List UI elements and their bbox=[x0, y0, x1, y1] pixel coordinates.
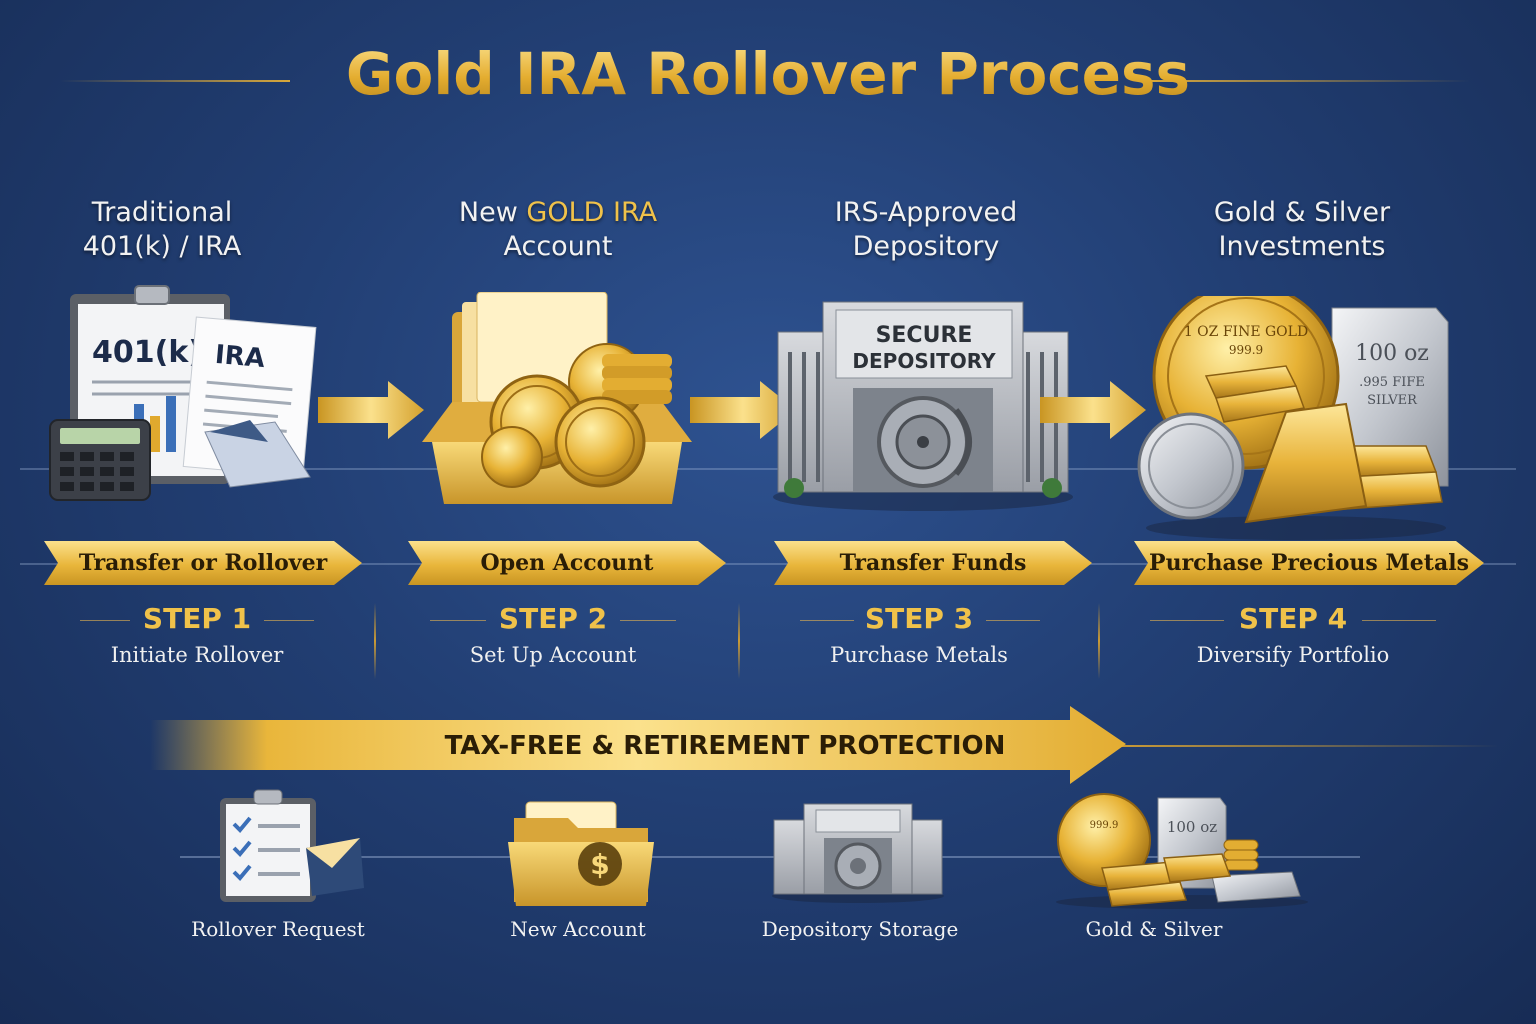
small-silver-bar-text: 100 oz bbox=[1167, 818, 1217, 836]
flow-arrow-2 bbox=[690, 381, 796, 439]
step-separator-1 bbox=[374, 603, 376, 679]
gold-folder-illustration bbox=[422, 292, 692, 504]
banner-line bbox=[1120, 745, 1500, 747]
step-4: STEP 4 Diversify Portfolio bbox=[1128, 602, 1458, 667]
step-4-dash-left bbox=[1150, 620, 1224, 621]
gold-silver-small-icon: 100 oz 999.9 bbox=[1056, 793, 1308, 909]
bottom-label-gold-and-silver: Gold & Silver bbox=[1085, 917, 1223, 941]
title-line-right bbox=[1150, 80, 1470, 82]
step-2: STEP 2 Set Up Account bbox=[388, 602, 718, 667]
column-heading-2: New GOLD IRA Account bbox=[458, 197, 658, 262]
step-3-dash-left bbox=[800, 620, 854, 621]
step-1-dash-right bbox=[264, 620, 314, 621]
title-line-left bbox=[60, 80, 290, 82]
silver-bar-text-3: SILVER bbox=[1367, 393, 1418, 408]
doc-ira-label: IRA bbox=[214, 340, 266, 374]
depository-building-illustration: SECURE DEPOSITORY bbox=[773, 301, 1073, 511]
depository-sign-line2: DEPOSITORY bbox=[852, 349, 996, 373]
step-4-subtitle: Diversify Portfolio bbox=[1196, 643, 1390, 667]
step-3-dash-right bbox=[986, 620, 1040, 621]
depository-sign-line1: SECURE bbox=[876, 323, 973, 348]
step-separator-2 bbox=[738, 603, 740, 679]
bottom-label-depository-storage: Depository Storage bbox=[761, 917, 959, 941]
step-2-dash-right bbox=[620, 620, 676, 621]
tax-free-banner-text: TAX-FREE & RETIREMENT PROTECTION bbox=[444, 731, 1006, 761]
silver-bar-text-2: .995 FIFE bbox=[1359, 375, 1425, 390]
flow-arrow-3 bbox=[1040, 381, 1146, 439]
gold-silver-illustration: 100 oz .995 FIFE SILVER 1 OZ FINE GOLD 9… bbox=[1137, 296, 1449, 540]
step-2-dash-left bbox=[430, 620, 486, 621]
step-1-dash-left bbox=[80, 620, 130, 621]
tax-free-banner-arrow bbox=[150, 706, 1126, 784]
page-title: Gold IRA Rollover Process bbox=[0, 40, 1536, 108]
flow-divider-ribbons bbox=[20, 563, 1516, 565]
silver-bar-text-1: 100 oz bbox=[1355, 341, 1429, 366]
ribbon-open-account: Open Account bbox=[408, 541, 726, 585]
small-coin-text: 999.9 bbox=[1090, 820, 1119, 831]
bottom-label-rollover-request: Rollover Request bbox=[191, 917, 365, 941]
flow-arrow-1 bbox=[318, 381, 424, 439]
column-heading-1: Traditional 401(k) / IRA bbox=[82, 197, 242, 262]
ribbon-transfer-funds: Transfer Funds bbox=[774, 541, 1092, 585]
step-3-label: STEP 3 bbox=[864, 602, 974, 635]
step-4-dash-right bbox=[1362, 620, 1436, 621]
clipboard-checklist-icon bbox=[220, 789, 364, 902]
bottom-connector-line bbox=[180, 856, 1360, 858]
step-1-label: STEP 1 bbox=[142, 602, 252, 635]
step-4-label: STEP 4 bbox=[1238, 602, 1348, 635]
column-heading-3: IRS-Approved Depository bbox=[834, 197, 1018, 262]
step-1: STEP 1 Initiate Rollover bbox=[32, 602, 362, 667]
step-3: STEP 3 Purchase Metals bbox=[754, 602, 1084, 667]
step-3-subtitle: Purchase Metals bbox=[830, 643, 1008, 667]
step-1-subtitle: Initiate Rollover bbox=[110, 643, 284, 667]
ribbon-purchase-precious-metals: Purchase Precious Metals bbox=[1134, 541, 1484, 585]
step-2-label: STEP 2 bbox=[498, 602, 608, 635]
ribbon-transfer-or-rollover: Transfer or Rollover bbox=[44, 541, 362, 585]
doc-401k-label: 401(k) bbox=[92, 335, 202, 370]
coin-text-2: 999.9 bbox=[1229, 343, 1263, 357]
dollar-folder-icon: $ bbox=[508, 801, 654, 906]
step-2-subtitle: Set Up Account bbox=[469, 643, 637, 667]
flow-divider-upper bbox=[20, 468, 1516, 470]
step-separator-3 bbox=[1098, 603, 1100, 679]
documents-illustration: 401(k) IRA bbox=[49, 285, 317, 501]
depository-storage-icon bbox=[772, 803, 944, 903]
bottom-label-new-account: New Account bbox=[510, 917, 646, 941]
column-heading-4: Gold & Silver Investments bbox=[1213, 197, 1391, 262]
svg-text:$: $ bbox=[590, 848, 609, 881]
coin-text-1: 1 OZ FINE GOLD bbox=[1184, 324, 1308, 340]
